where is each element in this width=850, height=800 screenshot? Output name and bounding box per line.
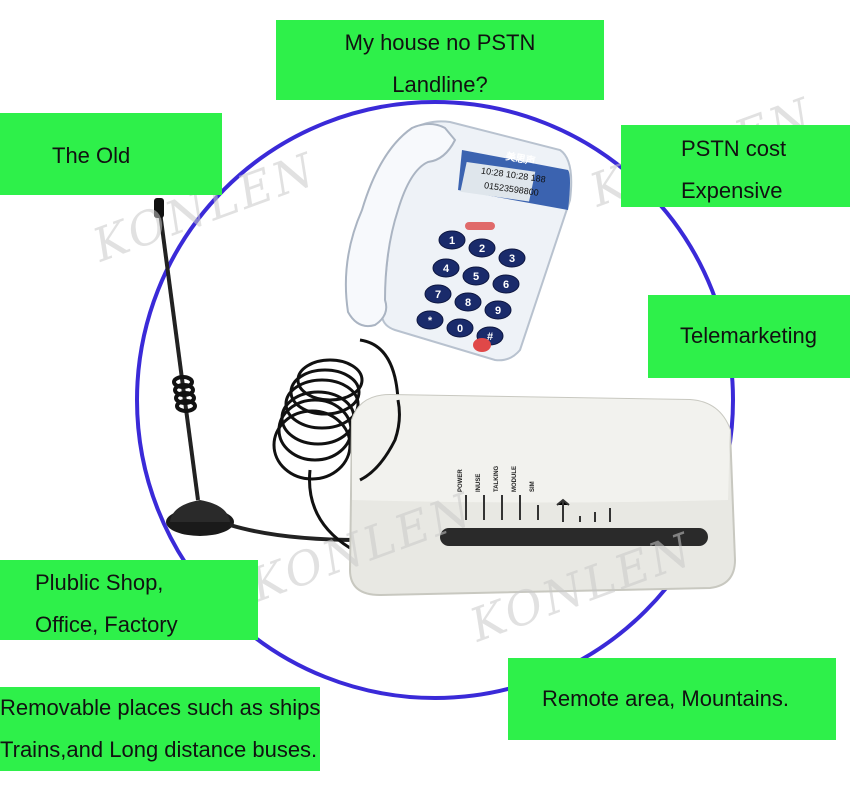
callout-remote-label: Remote area, Mountains. xyxy=(542,686,790,711)
callout-top-line1: My house no PSTN xyxy=(344,30,536,55)
callout-pstn-cost-line2: Expensive xyxy=(681,178,783,203)
phone-key-5: 6 xyxy=(503,279,509,291)
phone-key-0: 1 xyxy=(449,235,455,247)
terminal-led-label: SIM xyxy=(530,481,536,492)
terminal-led-label: MODULE xyxy=(512,466,518,492)
callout-old: The Old xyxy=(0,113,222,195)
phone-key-6: 7 xyxy=(435,289,441,301)
callout-pstn-cost: PSTN cost Expensive xyxy=(621,125,850,207)
callout-remote: Remote area, Mountains. xyxy=(508,658,836,740)
callout-public-shop-line1: Plublic Shop, xyxy=(35,570,164,595)
callout-removable-line2: Trains,and Long distance buses. xyxy=(0,729,321,771)
terminal-led-label: TALKING xyxy=(494,465,500,492)
phone-key-10: 0 xyxy=(457,323,463,335)
usage-circle xyxy=(135,100,735,700)
callout-pstn-cost-line1: PSTN cost xyxy=(681,136,787,161)
callout-telemarketing-label: Telemarketing xyxy=(680,323,817,348)
telephone-icon xyxy=(344,120,573,362)
phone-key-4: 5 xyxy=(473,271,479,283)
phone-key-2: 3 xyxy=(509,253,515,265)
phone-key-11: # xyxy=(487,331,493,343)
callout-old-label: The Old xyxy=(52,143,131,168)
terminal-led-label: POWER xyxy=(458,469,464,492)
terminal-led-label: INUSE xyxy=(476,474,482,492)
callout-top: My house no PSTN Landline? xyxy=(276,20,604,100)
callout-telemarketing: Telemarketing xyxy=(648,295,850,378)
callout-top-line2: Landline? xyxy=(392,72,488,97)
phone-key-1: 2 xyxy=(479,243,485,255)
callout-public-shop-line2: Office, Factory xyxy=(35,612,178,637)
gsm-terminal-icon xyxy=(348,393,737,597)
phone-key-3: 4 xyxy=(443,263,450,275)
callout-public-shop: Plublic Shop, Office, Factory xyxy=(0,560,258,640)
callout-removable: Removable places such as ships Trains,an… xyxy=(0,687,321,771)
callout-removable-line1: Removable places such as ships xyxy=(0,687,321,729)
antenna-icon xyxy=(154,198,234,536)
phone-key-8: 9 xyxy=(495,305,501,317)
phone-key-9: * xyxy=(428,315,433,327)
phone-key-7: 8 xyxy=(465,297,471,309)
